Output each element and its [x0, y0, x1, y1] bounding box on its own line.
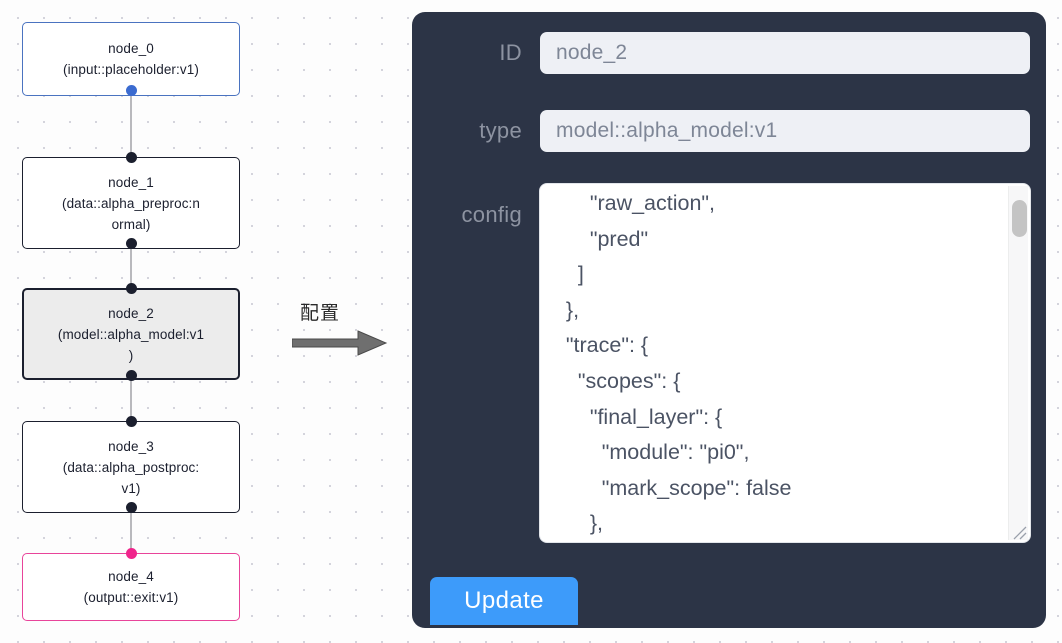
edge-node2-node3	[130, 374, 133, 426]
annotation-arrow-label: 配置	[300, 302, 341, 324]
graph-canvas[interactable]: node_0 (input::placeholder:v1) node_1 (d…	[0, 0, 290, 643]
node3-source-handle[interactable]	[125, 502, 137, 513]
type-field-row: type	[430, 110, 1030, 152]
node-id-label: node_0	[108, 41, 154, 56]
node2-source-handle[interactable]	[125, 370, 137, 381]
graph-node-node_3[interactable]: node_3 (data::alpha_postproc: v1)	[22, 421, 240, 513]
graph-node-node_4[interactable]: node_4 (output::exit:v1)	[22, 553, 240, 621]
config-field-label: config	[461, 202, 522, 227]
edge-node1-node2	[130, 243, 133, 293]
edge-node3-node4	[130, 507, 133, 553]
id-field-label: ID	[499, 40, 522, 65]
node-type-label-line2: ormal)	[111, 216, 151, 232]
edge-node0-node1	[130, 90, 133, 162]
node-id-label: node_3	[108, 438, 154, 454]
node4-target-handle[interactable]	[125, 548, 137, 559]
node2-target-handle[interactable]	[125, 283, 137, 294]
type-field-label: type	[479, 118, 522, 143]
arrow-right-icon	[292, 330, 388, 356]
node-type-label-line2: )	[128, 347, 134, 363]
node-type-label-line1: (model::alpha_model:v1	[57, 326, 205, 342]
node-type-label: (input::placeholder:v1)	[63, 62, 199, 77]
node-id-label: node_2	[108, 305, 154, 321]
resize-handle-icon[interactable]	[1010, 523, 1028, 541]
node-id-label: node_4	[108, 569, 154, 584]
update-button[interactable]: Update	[430, 577, 578, 625]
graph-node-node_0[interactable]: node_0 (input::placeholder:v1)	[22, 22, 240, 96]
node-config-panel: ID type config "raw_action", "pred" ] },…	[412, 12, 1046, 628]
config-scrollbar-thumb[interactable]	[1012, 200, 1027, 237]
node-type-label-line2: v1)	[121, 480, 141, 496]
node3-target-handle[interactable]	[125, 416, 137, 427]
config-field-row: config "raw_action", "pred" ] }, "trace"…	[430, 184, 1030, 542]
config-textarea[interactable]: "raw_action", "pred" ] }, "trace": { "sc…	[540, 184, 1030, 542]
node0-source-handle[interactable]	[125, 85, 137, 96]
node1-source-handle[interactable]	[125, 238, 137, 249]
annotation-arrow-group: 配置	[292, 298, 398, 358]
config-textarea-wrapper: "raw_action", "pred" ] }, "trace": { "sc…	[540, 184, 1030, 542]
node-type-label-line1: (data::alpha_postproc:	[62, 459, 200, 475]
id-field-row: ID	[430, 32, 1030, 74]
graph-node-node_1[interactable]: node_1 (data::alpha_preproc:n ormal)	[22, 157, 240, 249]
type-input[interactable]	[540, 110, 1030, 152]
config-scrollbar-track[interactable]	[1008, 186, 1028, 540]
node-id-label: node_1	[108, 174, 154, 190]
node-type-label-line1: (data::alpha_preproc:n	[61, 195, 201, 211]
graph-node-node_2[interactable]: node_2 (model::alpha_model:v1 )	[22, 288, 240, 380]
id-input[interactable]	[540, 32, 1030, 74]
node1-target-handle[interactable]	[125, 152, 137, 163]
node-type-label: (output::exit:v1)	[83, 590, 179, 605]
